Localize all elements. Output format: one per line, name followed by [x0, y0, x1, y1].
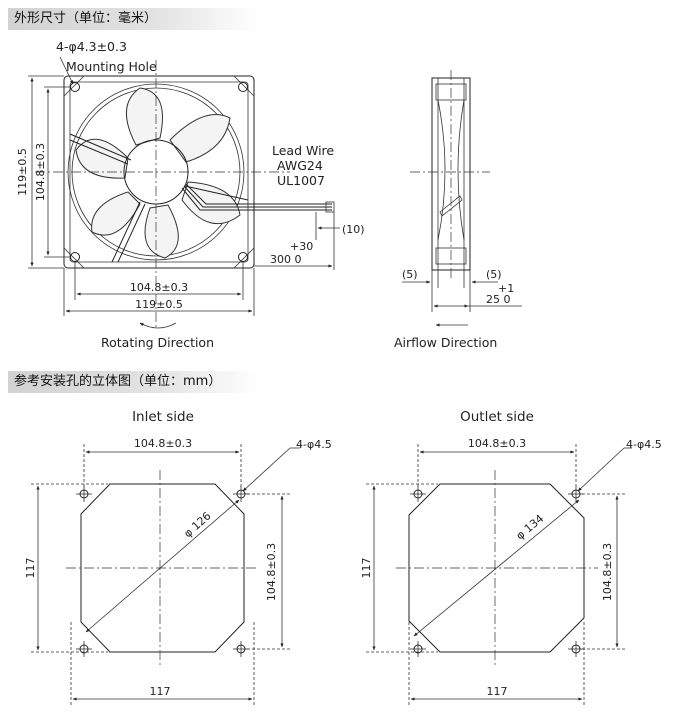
fan-side-view — [410, 70, 490, 280]
inlet-bottom-dim: 117 — [150, 685, 171, 698]
airflow-direction-label: Airflow Direction — [394, 335, 497, 350]
depth-tolerance-dim: +1 — [498, 282, 514, 295]
width-pitch-dim: 104.8±0.3 — [130, 281, 188, 294]
outlet-side-title: Outlet side — [460, 409, 534, 425]
mounting-hole-spec: 4-φ4.3±0.3 — [56, 39, 127, 54]
rotating-direction-label: Rotating Direction — [101, 335, 214, 350]
side-left-dim: (5) — [402, 268, 418, 281]
outlet-left-dim: 117 — [360, 558, 373, 579]
mounting-section-header: 参考安装孔的立体图（单位：mm） — [8, 371, 258, 393]
outlet-hole-spec: 4-φ4.5 — [626, 438, 662, 451]
inlet-left-dim: 117 — [24, 558, 37, 579]
fan-front-view — [35, 56, 335, 330]
height-pitch-dim: 104.8±0.3 — [34, 143, 47, 201]
outlet-right-dim: 104.8±0.3 — [601, 543, 614, 601]
side-right-dim: (5) — [486, 268, 502, 281]
depth-dim: 25 0 — [486, 293, 511, 306]
lead-length-dim: 300 0 — [270, 253, 302, 266]
lead-wire-label: Lead Wire — [272, 143, 334, 158]
mounting-hole-icons — [70, 82, 248, 262]
inlet-side-title: Inlet side — [132, 409, 194, 425]
width-outer-dim: 119±0.5 — [135, 298, 183, 311]
inlet-cutout — [66, 470, 258, 666]
rotating-arrow-icon — [139, 322, 177, 329]
awg-label: AWG24 — [277, 158, 323, 173]
height-outer-dim: 119±0.5 — [16, 148, 29, 196]
lead-tolerance-dim: +30 — [290, 240, 313, 253]
mounting-hole-label: Mounting Hole — [66, 59, 157, 74]
strip-length-dim: (10) — [342, 223, 365, 236]
dimensions-section-header: 外形尺寸（单位：毫米） — [8, 8, 258, 30]
outlet-mounting-hole-icons — [413, 489, 581, 654]
inlet-mounting-hole-icons — [79, 489, 246, 654]
fan-blades — [75, 87, 241, 259]
width-dimension-lines — [63, 262, 255, 316]
inlet-top-dim: 104.8±0.3 — [134, 437, 192, 450]
height-dimension-lines — [28, 75, 70, 269]
side-dimension-lines — [402, 270, 522, 312]
lead-length-dimension-lines — [254, 212, 340, 270]
ul-label: UL1007 — [277, 173, 325, 188]
inlet-right-dim: 104.8±0.3 — [265, 543, 278, 601]
inlet-hole-spec: 4-φ4.5 — [296, 438, 332, 451]
outlet-cutout — [396, 470, 598, 666]
outlet-dimension-lines — [366, 444, 632, 706]
outlet-top-dim: 104.8±0.3 — [468, 437, 526, 450]
outlet-diameter: φ 134 — [514, 512, 547, 542]
inlet-dimension-lines — [31, 444, 300, 706]
outlet-bottom-dim: 117 — [487, 685, 508, 698]
